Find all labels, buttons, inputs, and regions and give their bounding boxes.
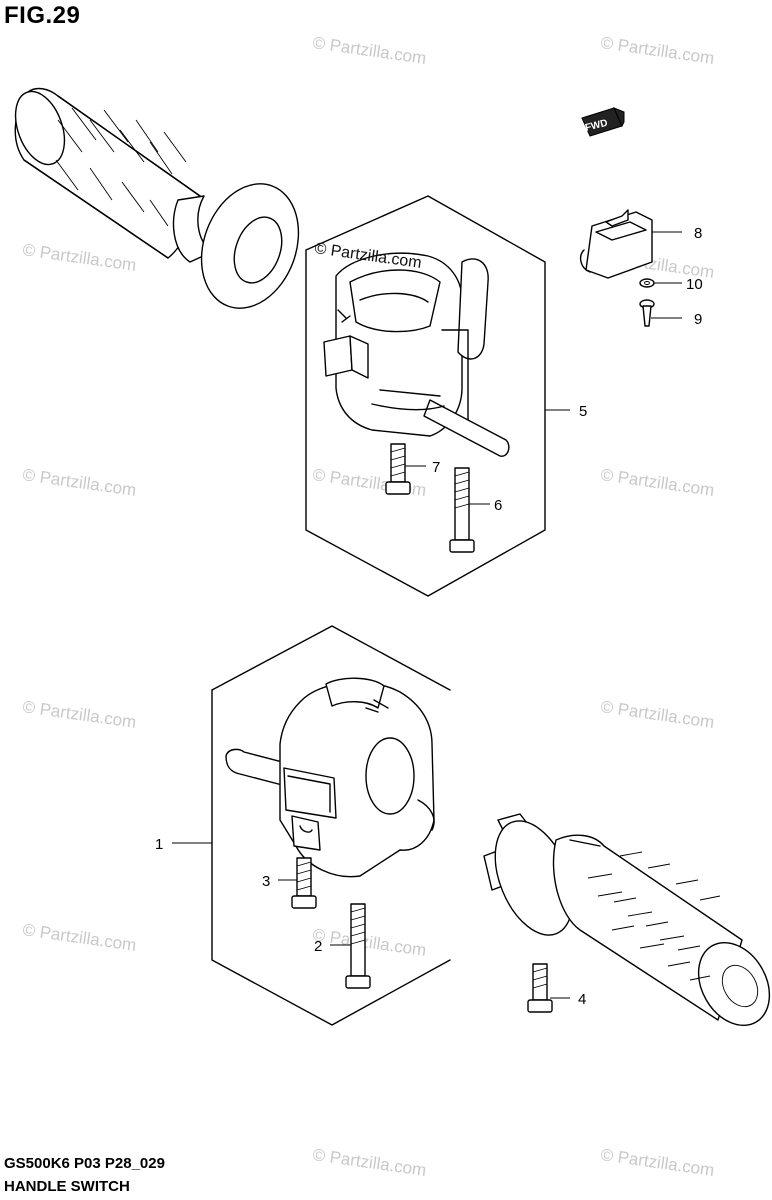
watermark: © Partzilla.com: [599, 1145, 715, 1180]
watermark: © Partzilla.com: [21, 465, 137, 500]
watermark: © Partzilla.com: [21, 697, 137, 732]
callout-labels: 1 2 3 4 5 6 7 8 9 10: [155, 225, 703, 1008]
screw-6: [449, 467, 490, 553]
callout-7: 7: [432, 459, 440, 476]
screw-7: [385, 443, 426, 495]
callout-9: 9: [694, 311, 702, 328]
callout-1: 1: [155, 836, 163, 853]
right-grip: [483, 813, 771, 1027]
screw-9: [639, 299, 682, 327]
callout-6: 6: [494, 497, 502, 514]
fwd-text: FWD: [584, 118, 609, 134]
assembly-bracket-lower: [172, 625, 451, 1026]
screw-3: [278, 857, 317, 909]
screw-4: [527, 963, 570, 1013]
switch-8: [579, 209, 682, 279]
assembly-bracket-upper: [305, 195, 570, 597]
watermark: © Partzilla.com: [599, 697, 715, 732]
fwd-label: FWD: [581, 107, 625, 137]
left-switch-housing: [225, 677, 435, 878]
figure-code: GS500K6 P03 P28_029: [4, 1155, 165, 1172]
watermark: © Partzilla.com: [21, 240, 137, 275]
callout-5: 5: [579, 403, 587, 420]
right-switch-housing: [323, 252, 510, 457]
figure-title: FIG.29: [4, 2, 81, 29]
watermark: © Partzilla.com: [599, 465, 715, 500]
watermark: © Partzilla.com: [599, 33, 715, 68]
watermark: © Partzilla.com: [311, 33, 427, 68]
watermark: © Partzilla.com: [311, 925, 427, 960]
callout-4: 4: [578, 991, 586, 1008]
callout-10: 10: [686, 276, 703, 293]
figure-name: HANDLE SWITCH: [4, 1178, 130, 1195]
watermark: © Partzilla.com: [21, 920, 137, 955]
callout-3: 3: [262, 873, 270, 890]
callout-8: 8: [694, 225, 702, 242]
watermark: © Partzilla.com: [311, 1145, 427, 1180]
left-grip: [14, 87, 300, 309]
washer-10: [639, 278, 682, 288]
screw-2: [330, 903, 371, 989]
callout-2: 2: [314, 938, 322, 955]
